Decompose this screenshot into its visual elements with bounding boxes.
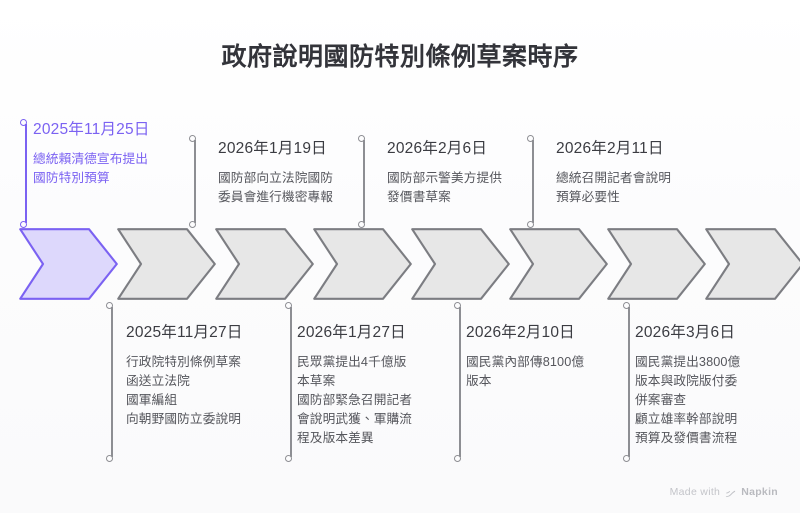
event-description-line: 國防部示警美方提供 xyxy=(387,171,503,185)
chevron-step-5[interactable] xyxy=(411,228,510,300)
event-description-line: 向朝野國防立委說明 xyxy=(126,412,242,426)
chevron-step-2[interactable] xyxy=(117,228,216,300)
event-description-line: 行政院特別條例草案 xyxy=(126,355,242,369)
connector-dot-top xyxy=(20,119,27,126)
connector-line xyxy=(194,140,196,223)
event-description: 國防部示警美方提供 發價書草案 xyxy=(387,169,537,207)
connector-dot-top xyxy=(189,135,196,142)
chevron-band xyxy=(0,228,800,300)
event-description-line: 委員會進行機密專報 xyxy=(218,190,334,204)
event-description: 國民黨內部傳8100億 版本 xyxy=(466,353,616,391)
event-description-line: 民眾黨提出4千億版 xyxy=(297,355,407,369)
event-description-line: 國民黨內部傳8100億 xyxy=(466,355,585,369)
event-description-line: 總統賴清德宣布提出 xyxy=(33,152,149,166)
connector-dot-bottom xyxy=(106,455,113,462)
timeline-event-below-1[interactable]: 2025年11月27日 行政院特別條例草案 函送立法院 國軍編組 向朝野國防立委… xyxy=(126,322,271,429)
timeline-event-below-2[interactable]: 2026年1月27日 民眾黨提出4千億版 本草案 國防部緊急召開記者 會說明武獲… xyxy=(297,322,442,448)
event-description-line: 預算及發價書流程 xyxy=(635,431,738,445)
event-description-line: 國防特別預算 xyxy=(33,171,110,185)
connector-dot-top xyxy=(454,302,461,309)
connector-dot-bottom xyxy=(189,221,196,228)
connector-line xyxy=(532,140,534,223)
event-description-line: 國防部緊急召開記者 xyxy=(297,393,413,407)
event-date: 2026年1月19日 xyxy=(218,140,327,157)
connector-below-1 xyxy=(106,302,117,462)
event-description-line: 版本 xyxy=(466,374,492,388)
timeline-event-below-3[interactable]: 2026年2月10日 國民黨內部傳8100億 版本 xyxy=(466,322,616,391)
connector-dot-bottom xyxy=(454,455,461,462)
connector-dot-bottom xyxy=(358,221,365,228)
chevron-step-8[interactable] xyxy=(705,228,800,300)
connector-dot-top xyxy=(285,302,292,309)
event-description-line: 本草案 xyxy=(297,374,336,388)
event-description: 國民黨提出3800億 版本與政院版付委 併案審查 顧立雄率幹部說明 預算及發價書… xyxy=(635,353,785,448)
chevron-step-6[interactable] xyxy=(509,228,608,300)
connector-dot-top xyxy=(106,302,113,309)
event-description-line: 程及版本差異 xyxy=(297,431,374,445)
watermark-brand-label: Napkin xyxy=(741,486,778,498)
timeline-event-below-4[interactable]: 2026年3月6日 國民黨提出3800億 版本與政院版付委 併案審查 顧立雄率幹… xyxy=(635,322,785,448)
connector-line xyxy=(628,307,630,457)
timeline-event-above-4[interactable]: 2026年2月11日 總統召開記者會說明 預算必要性 xyxy=(556,138,706,207)
connector-dot-top xyxy=(623,302,630,309)
event-description: 總統召開記者會說明 預算必要性 xyxy=(556,169,706,207)
chevron-step-1[interactable] xyxy=(19,228,118,300)
event-date: 2026年2月11日 xyxy=(556,140,664,157)
connector-dot-bottom xyxy=(285,455,292,462)
event-description-line: 顧立雄率幹部說明 xyxy=(635,412,738,426)
connector-line xyxy=(111,307,113,457)
connector-dot-bottom xyxy=(20,221,27,228)
watermark-made-with-label: Made with xyxy=(669,486,721,498)
connector-dot-top xyxy=(527,135,534,142)
chevron-step-3[interactable] xyxy=(215,228,314,300)
watermark: Made with Napkin xyxy=(670,486,778,498)
napkin-leaf-icon xyxy=(725,488,736,499)
connector-below-3 xyxy=(454,302,465,462)
connector-above-1 xyxy=(20,119,31,228)
page-title: 政府說明國防特別條例草案時序 xyxy=(221,43,579,71)
connector-below-2 xyxy=(285,302,296,462)
event-description-line: 函送立法院 xyxy=(126,374,190,388)
event-description-line: 總統召開記者會說明 xyxy=(556,171,672,185)
event-description: 國防部向立法院國防 委員會進行機密專報 xyxy=(218,169,368,207)
event-description-line: 國民黨提出3800億 xyxy=(635,355,741,369)
event-description: 總統賴清德宣布提出 國防特別預算 xyxy=(33,150,175,188)
event-date: 2025年11月27日 xyxy=(126,324,243,341)
connector-line xyxy=(363,140,365,223)
event-description-line: 版本與政院版付委 xyxy=(635,374,738,388)
event-description: 民眾黨提出4千億版 本草案 國防部緊急召開記者 會說明武獲、軍購流 程及版本差異 xyxy=(297,353,442,448)
connector-line xyxy=(25,124,27,223)
connector-above-4 xyxy=(527,135,538,228)
event-description-line: 預算必要性 xyxy=(556,190,620,204)
connector-above-3 xyxy=(358,135,369,228)
event-description-line: 會說明武獲、軍購流 xyxy=(297,412,413,426)
connector-below-4 xyxy=(623,302,634,462)
event-date: 2025年11月25日 xyxy=(33,121,150,138)
connector-line xyxy=(459,307,461,457)
event-description: 行政院特別條例草案 函送立法院 國軍編組 向朝野國防立委說明 xyxy=(126,353,271,429)
connector-above-2 xyxy=(189,135,200,228)
event-date: 2026年2月6日 xyxy=(387,140,488,157)
timeline-event-above-3[interactable]: 2026年2月6日 國防部示警美方提供 發價書草案 xyxy=(387,138,537,207)
event-date: 2026年3月6日 xyxy=(635,324,736,341)
event-date: 2026年2月10日 xyxy=(466,324,575,341)
event-description-line: 國軍編組 xyxy=(126,393,178,407)
timeline-event-above-2[interactable]: 2026年1月19日 國防部向立法院國防 委員會進行機密專報 xyxy=(218,138,368,207)
connector-line xyxy=(290,307,292,457)
event-date: 2026年1月27日 xyxy=(297,324,406,341)
chevron-step-7[interactable] xyxy=(607,228,706,300)
event-description-line: 國防部向立法院國防 xyxy=(218,171,334,185)
timeline-event-above-1[interactable]: 2025年11月25日 總統賴清德宣布提出 國防特別預算 xyxy=(33,119,175,188)
event-description-line: 併案審查 xyxy=(635,393,687,407)
event-description-line: 發價書草案 xyxy=(387,190,451,204)
connector-dot-bottom xyxy=(623,455,630,462)
chevron-step-4[interactable] xyxy=(313,228,412,300)
connector-dot-bottom xyxy=(527,221,534,228)
connector-dot-top xyxy=(358,135,365,142)
